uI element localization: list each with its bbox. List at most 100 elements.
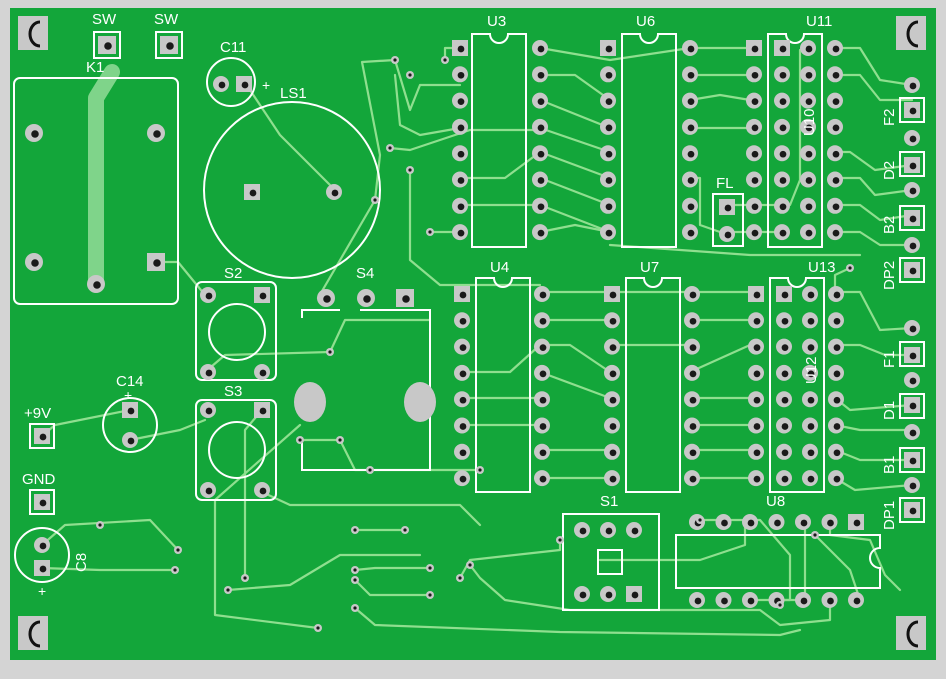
u6-pad-pin-right-hole — [687, 203, 695, 211]
u8-pad-top-hole — [774, 519, 781, 527]
ls1-pad-hole — [249, 189, 257, 197]
u6-pad-pin-left-hole — [605, 71, 613, 79]
label-u12: U12 — [803, 356, 820, 384]
u12-pad-pin-right-hole — [807, 396, 815, 404]
label-c14-plus: + — [124, 387, 132, 403]
u3-pad-pin-left-hole — [457, 203, 465, 211]
via-hole — [428, 593, 432, 597]
fl-pad-hole — [724, 231, 732, 239]
connector-pad-hole — [909, 162, 917, 170]
label-k1: K1 — [86, 59, 104, 76]
via-hole — [353, 528, 357, 532]
nine-v-outline — [29, 423, 55, 449]
via-hole — [373, 198, 377, 202]
u3-pad-pin-left-hole — [457, 150, 465, 158]
u13-pad-pin-right-hole — [833, 317, 841, 325]
u8-pad-top-hole — [747, 519, 755, 527]
label-c11: C11 — [220, 39, 246, 56]
s1-pad-hole — [631, 527, 639, 535]
u12-pad-pin-right-hole — [807, 344, 815, 351]
c8-outline — [14, 527, 70, 583]
u13-pad-pin-left-hole — [753, 344, 761, 351]
u4-pad-pin-left-hole — [459, 370, 467, 378]
k1-pad-hole — [153, 130, 161, 138]
via-hole — [176, 548, 180, 552]
u10-pad-pin-right-hole — [805, 71, 813, 79]
label-f1: F1 — [881, 350, 898, 368]
label-u7: U7 — [640, 259, 659, 276]
u7-pad-pin-left-hole — [609, 423, 617, 430]
via-hole — [443, 58, 447, 62]
label-f2: F2 — [881, 108, 898, 126]
u4-outline — [475, 277, 531, 493]
s4-outline — [301, 309, 431, 471]
s4-pad-left — [294, 382, 326, 422]
label-s1: S1 — [600, 493, 618, 510]
sw-right-pad-hole — [166, 42, 174, 50]
s1-center — [597, 549, 623, 575]
u6-pad-pin-right-hole — [687, 150, 695, 158]
s4-pad-hole — [323, 295, 331, 303]
u3-pad-pin-left-hole — [457, 229, 465, 237]
u4-pad-pin-left-hole — [459, 291, 467, 299]
via-hole — [478, 468, 482, 472]
u11-pad-pin-left-hole — [751, 45, 759, 53]
u12-pad-pin-right-hole — [807, 449, 815, 457]
c8-pad-hole — [39, 565, 47, 573]
u3-pad-pin-right-hole — [537, 98, 545, 105]
via-hole — [98, 523, 102, 527]
u12-pad-pin-left-hole — [781, 317, 789, 325]
u6-pad-pin-left-hole — [605, 124, 613, 132]
connector-pad-hole — [909, 82, 917, 90]
via-hole — [316, 626, 320, 630]
component-pads — [25, 36, 920, 608]
u6-pad-pin-left-hole — [605, 45, 613, 53]
label-dp1: DP1 — [881, 501, 898, 530]
u4-pad-pin-left-hole — [459, 423, 467, 430]
fl-pad-hole — [724, 204, 732, 212]
label-u4: U4 — [490, 259, 509, 276]
label-c14: C14 — [116, 373, 144, 390]
u3-pad-pin-right-hole — [537, 203, 545, 211]
dp2-outline — [899, 257, 925, 283]
u10-pad-pin-left-hole — [779, 71, 787, 79]
s1-pad-hole — [605, 591, 613, 599]
u10-pad-pin-left-hole — [779, 229, 787, 237]
label-s2: S2 — [224, 265, 242, 282]
u10-pad-pin-right-hole — [805, 177, 813, 184]
u11-outline — [767, 33, 823, 248]
u7-pad-pin-right-hole — [689, 370, 697, 378]
u11-pad-pin-left-hole — [751, 124, 759, 132]
nine-v-pad-hole — [39, 433, 47, 441]
s2-outline — [195, 281, 277, 381]
u6-pad-pin-left-hole — [605, 98, 613, 105]
s1-pad-hole — [579, 527, 587, 535]
u7-outline — [625, 277, 681, 493]
connector-pad-hole — [909, 482, 917, 490]
k1-pad-hole — [93, 281, 101, 289]
u7-pad-pin-left-hole — [609, 317, 617, 325]
s4-pad-hole — [363, 295, 371, 303]
u10-pad-pin-right-hole — [805, 45, 813, 53]
u3-pad-pin-left-hole — [457, 45, 465, 53]
k1-pad-hole — [153, 259, 161, 267]
u8-pad-top-hole — [721, 519, 728, 527]
k1-pad-hole — [31, 259, 39, 267]
u4-pad-pin-right-hole — [539, 317, 547, 325]
u3-pad-pin-left-hole — [457, 124, 465, 132]
via-hole — [458, 576, 462, 580]
u12-pad-pin-right-hole — [807, 291, 815, 299]
u6-pad-pin-right-hole — [687, 124, 695, 132]
u4-pad-pin-left-hole — [459, 449, 467, 457]
connector-pad-hole — [909, 135, 917, 143]
u10-pad-pin-right-hole — [805, 124, 813, 132]
u12-pad-pin-left-hole — [781, 396, 789, 404]
silkscreen-outlines — [13, 31, 925, 611]
u6-pad-pin-right-hole — [687, 229, 695, 237]
u4-pad-pin-right-hole — [539, 449, 547, 457]
u3-outline — [471, 33, 527, 248]
via-hole — [698, 518, 702, 522]
u10-pad-pin-right-hole — [805, 98, 813, 105]
via-hole — [428, 230, 432, 234]
s4-pad-right — [404, 382, 436, 422]
